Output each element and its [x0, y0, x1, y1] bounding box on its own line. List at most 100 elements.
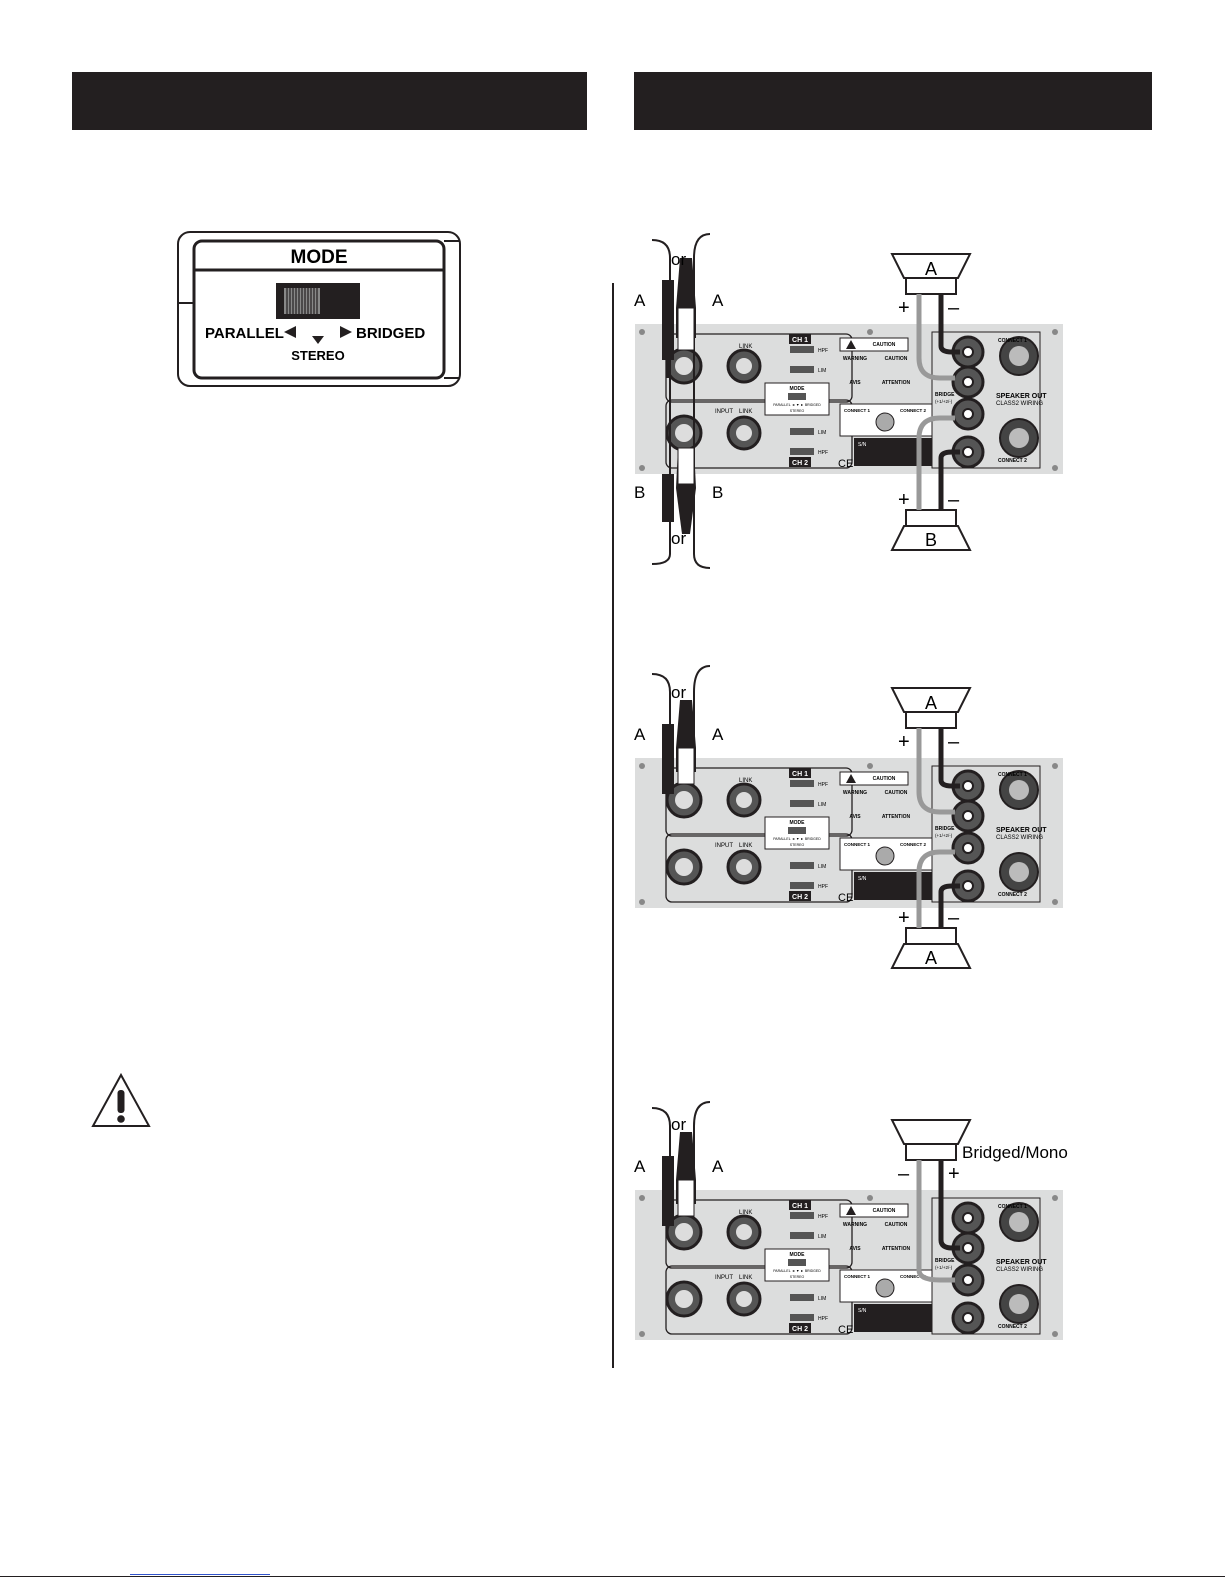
svg-text:(+1/+2/-): (+1/+2/-)	[935, 399, 953, 404]
svg-text:SPEAKER OUT: SPEAKER OUT	[996, 393, 1047, 400]
svg-text:CLASS2 WIRING: CLASS2 WIRING	[996, 1267, 1043, 1273]
svg-text:CAUTION: CAUTION	[873, 776, 896, 782]
svg-text:+: +	[898, 731, 910, 753]
svg-text:or: or	[671, 250, 686, 269]
svg-text:CAUTION: CAUTION	[873, 342, 896, 348]
svg-text:CONNECT 2: CONNECT 2	[900, 842, 926, 847]
svg-text:A: A	[712, 1157, 724, 1176]
svg-text:A: A	[634, 1157, 646, 1176]
trs-plug-bottom	[662, 474, 674, 522]
svg-text:CH 2: CH 2	[792, 1326, 808, 1333]
speaker-a-bottom: A	[890, 927, 972, 969]
svg-text:BRIDGE: BRIDGE	[935, 1258, 955, 1264]
svg-text:INPUT: INPUT	[715, 409, 733, 415]
svg-text:+: +	[948, 1163, 960, 1185]
svg-text:S/N: S/N	[858, 876, 867, 882]
svg-text:LIM: LIM	[818, 802, 826, 808]
svg-text:CONNECT 2: CONNECT 2	[900, 1274, 926, 1279]
stereo-wiring-diagram: CH 1 CH 2 INPUT LINK LINK HPF LIM LIM HP…	[634, 233, 1063, 569]
svg-text:CONNECT 1: CONNECT 1	[844, 842, 870, 847]
trs-plug-top	[662, 280, 674, 360]
amp-rear-panel: CH 1 CH 2 INPUT LINK LINK HPF LIM LIM HP…	[635, 758, 1063, 908]
speaker-b-bottom: B	[890, 509, 972, 551]
trs-plug-top	[662, 1156, 674, 1226]
svg-text:–: –	[948, 731, 960, 753]
svg-text:MODE: MODE	[790, 386, 806, 392]
svg-text:B: B	[712, 483, 723, 502]
svg-text:A: A	[712, 725, 724, 744]
svg-text:or: or	[671, 1115, 686, 1134]
svg-text:CH 2: CH 2	[792, 894, 808, 901]
svg-text:S/N: S/N	[858, 1308, 867, 1314]
svg-text:CE: CE	[838, 892, 853, 904]
svg-text:WARNING: WARNING	[843, 1222, 867, 1228]
svg-text:AVIS: AVIS	[849, 1246, 861, 1252]
svg-text:A: A	[925, 693, 937, 713]
svg-text:PARALLEL ◄ ▼ ► BRIDGED: PARALLEL ◄ ▼ ► BRIDGED	[773, 837, 821, 841]
svg-text:+: +	[898, 907, 910, 929]
svg-text:HPF: HPF	[818, 1214, 828, 1220]
svg-text:LIM: LIM	[818, 1296, 826, 1302]
svg-text:CLASS2 WIRING: CLASS2 WIRING	[996, 835, 1043, 841]
svg-text:+: +	[898, 297, 910, 319]
svg-text:CONNECT 1: CONNECT 1	[998, 1204, 1027, 1210]
mode-parallel-label: PARALLEL	[205, 325, 284, 342]
svg-text:S/N: S/N	[858, 442, 867, 448]
svg-text:LINK: LINK	[739, 409, 752, 415]
svg-text:+: +	[898, 489, 910, 511]
svg-text:(+1/+2/-): (+1/+2/-)	[935, 833, 953, 838]
svg-text:ATTENTION: ATTENTION	[882, 380, 911, 386]
svg-text:CE: CE	[838, 1324, 853, 1336]
trs-plug-top	[662, 724, 674, 794]
svg-text:SPEAKER OUT: SPEAKER OUT	[996, 827, 1047, 834]
svg-text:–: –	[948, 489, 960, 511]
amp-rear-panel: CH 1 CH 2 INPUT LINK LINK HPF LIM LIM HP…	[635, 324, 1063, 474]
right-arrow-icon	[340, 326, 352, 338]
svg-text:LINK: LINK	[739, 1210, 752, 1216]
svg-text:SPEAKER OUT: SPEAKER OUT	[996, 1259, 1047, 1266]
left-header-bar	[72, 72, 587, 130]
svg-text:HPF: HPF	[818, 1316, 828, 1322]
svg-text:BRIDGE: BRIDGE	[935, 826, 955, 832]
svg-text:CLASS2 WIRING: CLASS2 WIRING	[996, 401, 1043, 407]
svg-text:AVIS: AVIS	[849, 380, 861, 386]
svg-text:CONNECT 1: CONNECT 1	[844, 1274, 870, 1279]
svg-text:–: –	[898, 1163, 910, 1185]
svg-text:HPF: HPF	[818, 450, 828, 456]
svg-text:LIM: LIM	[818, 368, 826, 374]
svg-text:ATTENTION: ATTENTION	[882, 814, 911, 820]
svg-text:CONNECT 1: CONNECT 1	[998, 772, 1027, 778]
mode-bridged-label: BRIDGED	[356, 325, 425, 342]
svg-text:CAUTION: CAUTION	[873, 1208, 896, 1214]
svg-text:CH 1: CH 1	[792, 1203, 808, 1210]
svg-text:STEREO: STEREO	[790, 1275, 805, 1279]
column-divider	[612, 283, 614, 1368]
svg-text:–: –	[948, 297, 960, 319]
parallel-wiring-diagram: CH 1 CH 2 INPUT LINK LINK HPF LIM LIM HP…	[634, 665, 1063, 969]
speaker-a-top: A	[890, 253, 972, 295]
svg-text:CH 1: CH 1	[792, 771, 808, 778]
svg-text:B: B	[925, 530, 937, 550]
svg-text:BRIDGE: BRIDGE	[935, 392, 955, 398]
svg-text:CONNECT 2: CONNECT 2	[900, 408, 926, 413]
svg-text:WARNING: WARNING	[843, 790, 867, 796]
svg-text:HPF: HPF	[818, 884, 828, 890]
svg-text:CH 2: CH 2	[792, 460, 808, 467]
svg-text:–: –	[948, 907, 960, 929]
right-header-bar	[634, 72, 1152, 130]
svg-text:A: A	[925, 259, 937, 279]
footer-rule	[0, 1576, 1225, 1577]
speaker-bridged	[890, 1119, 972, 1161]
svg-text:A: A	[925, 948, 937, 968]
mode-title: MODE	[291, 247, 348, 268]
svg-text:A: A	[634, 291, 646, 310]
svg-text:B: B	[634, 483, 645, 502]
svg-text:LINK: LINK	[739, 843, 752, 849]
svg-text:CH 1: CH 1	[792, 337, 808, 344]
bridged-wiring-diagram: CH 1 CH 2 INPUT LINK LINK HPF LIM LIM HP…	[634, 1101, 1068, 1340]
speaker-a-top: A	[890, 687, 972, 729]
svg-text:PARALLEL ◄ ▼ ► BRIDGED: PARALLEL ◄ ▼ ► BRIDGED	[773, 403, 821, 407]
svg-text:ATTENTION: ATTENTION	[882, 1246, 911, 1252]
amp-rear-panel: CH 1 CH 2 INPUT LINK LINK HPF LIM LIM HP…	[635, 1190, 1063, 1340]
down-arrow-icon	[312, 336, 324, 344]
